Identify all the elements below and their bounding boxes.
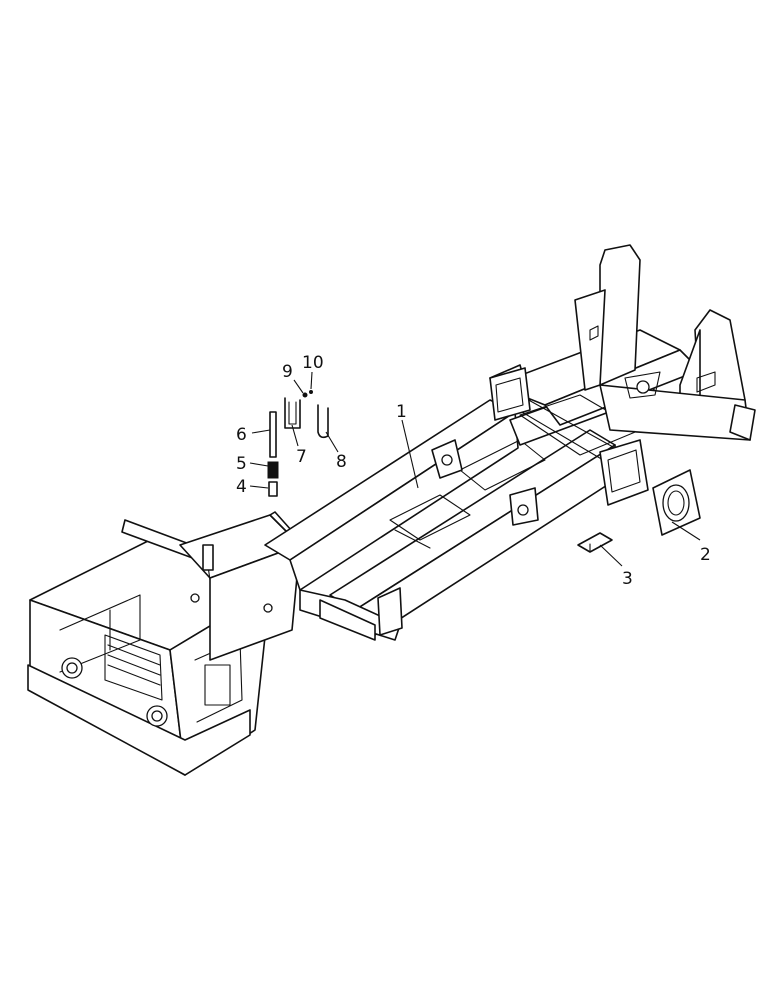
front-upright-bracket [121, 511, 301, 661]
part-6-rod [269, 411, 277, 458]
callout-labels: 1 2 3 4 5 6 7 8 9 10 [236, 353, 711, 589]
part-10-nut [309, 390, 313, 394]
rear-towers [574, 244, 756, 441]
part-9-washer [302, 392, 308, 398]
callout-10: 10 [302, 353, 324, 373]
callout-5: 5 [236, 454, 247, 474]
callout-4: 4 [236, 477, 247, 497]
part-4-pin [268, 481, 278, 497]
leader-lines [249, 371, 701, 567]
hardware-parts [267, 390, 329, 497]
callout-2: 2 [700, 545, 711, 565]
vertical-pin [202, 544, 214, 571]
callout-9: 9 [282, 362, 293, 382]
part-2-flange-ring [652, 469, 701, 536]
callout-3: 3 [622, 569, 633, 589]
part-3-plate [577, 532, 613, 553]
callout-6: 6 [236, 425, 247, 445]
part-5-spring [267, 461, 279, 479]
callout-8: 8 [336, 452, 347, 472]
callout-1: 1 [396, 402, 407, 422]
callout-7: 7 [296, 447, 307, 467]
